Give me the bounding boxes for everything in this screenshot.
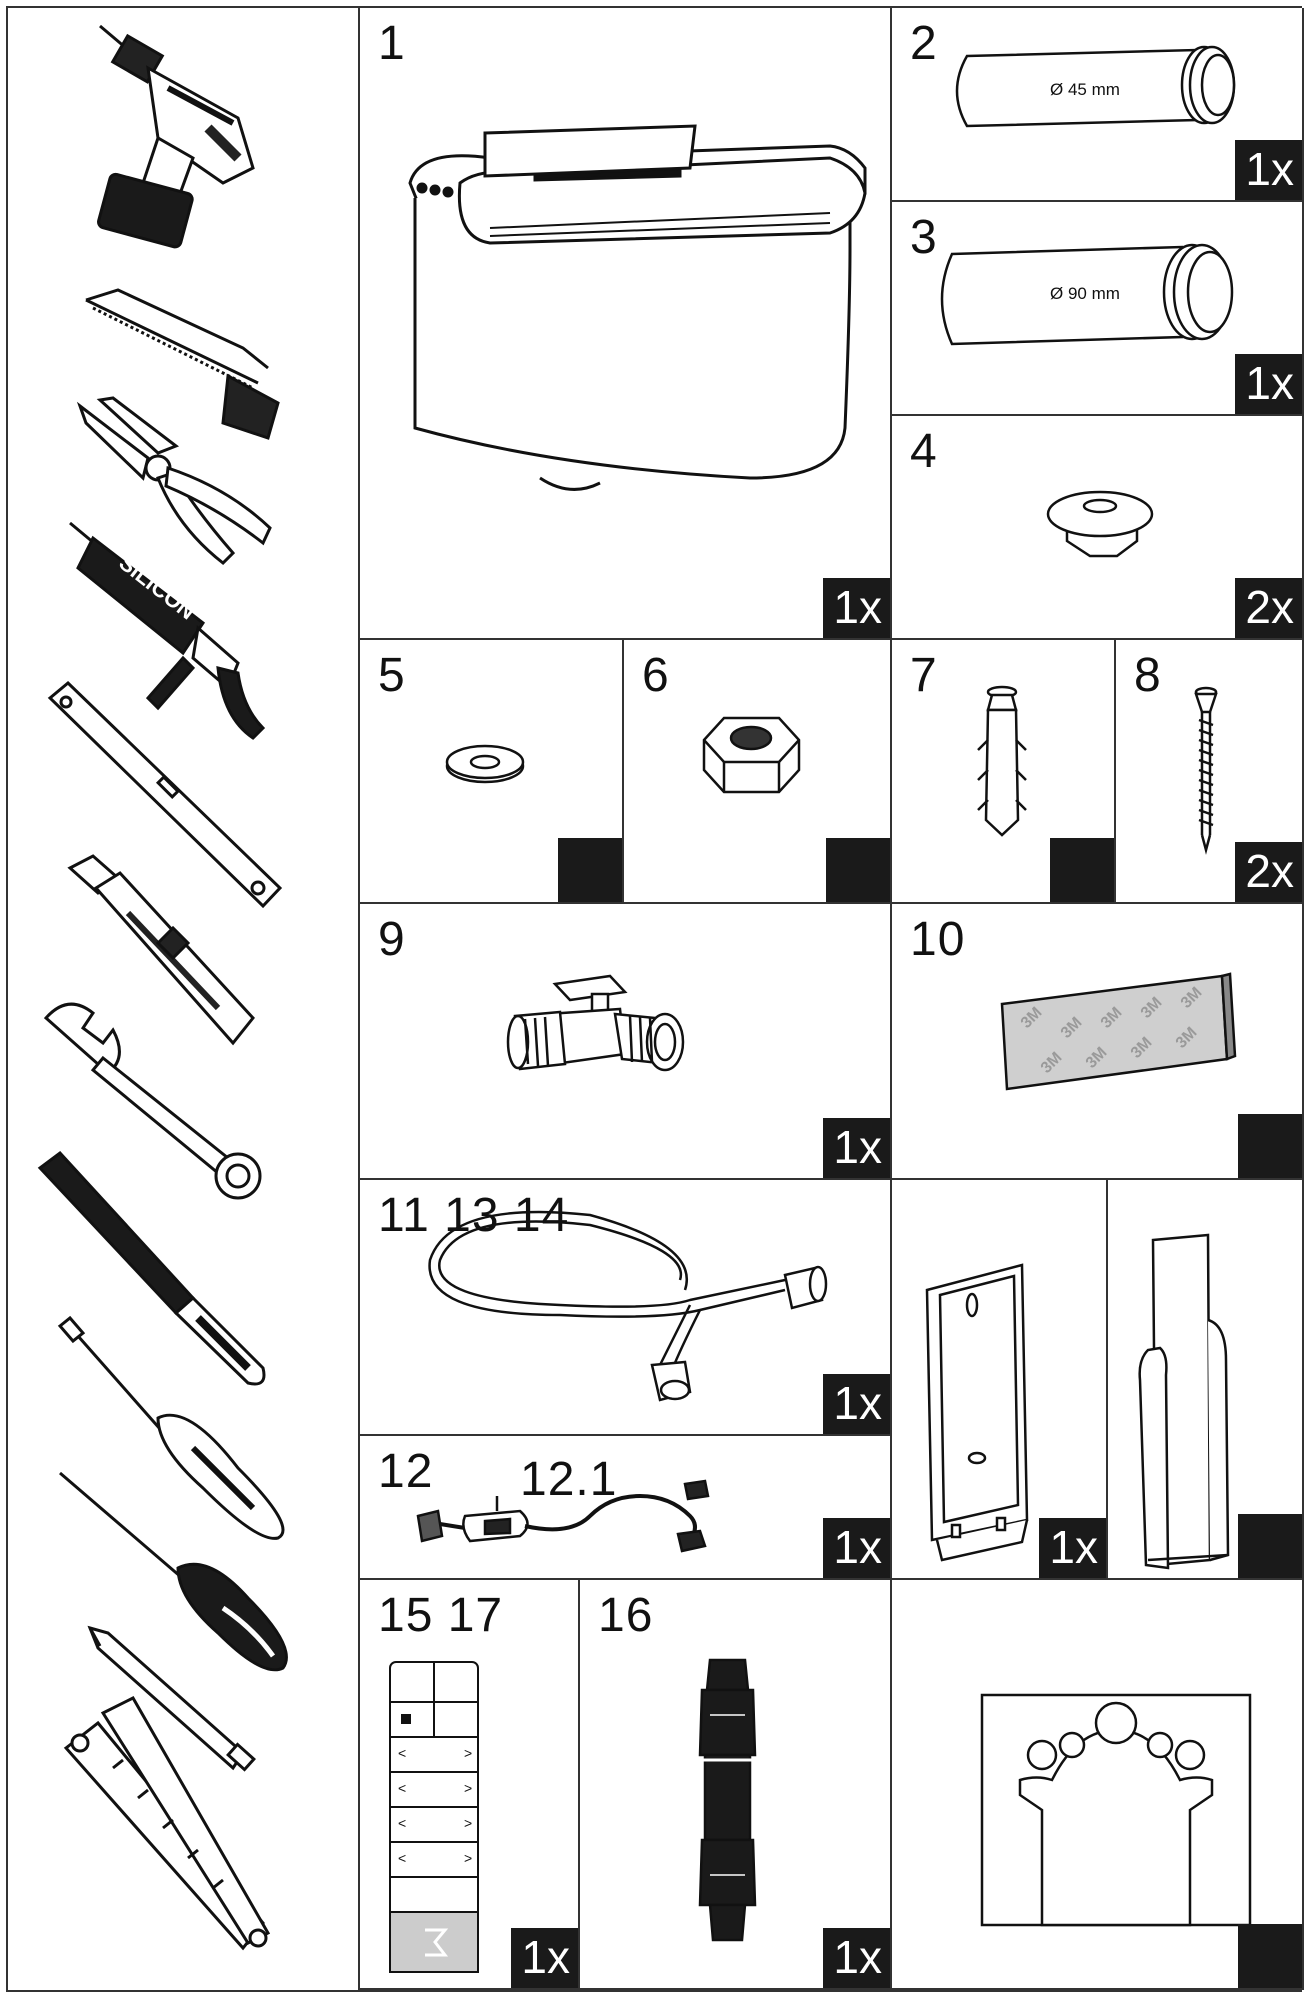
- quantity-badge: 1x: [823, 1518, 890, 1578]
- svg-text:>: >: [464, 1780, 472, 1796]
- utility-knife-icon: [67, 854, 255, 1046]
- svg-text:<: <: [398, 1815, 406, 1831]
- quantity-badge: 1x: [823, 578, 890, 638]
- part-number: 12: [378, 1445, 434, 1498]
- part-number: 15 17: [378, 1589, 504, 1642]
- part-number: 9: [378, 913, 406, 966]
- part-number: 5: [378, 649, 406, 702]
- part-5-cell: 5: [360, 640, 624, 904]
- pencil-icon: [87, 1625, 256, 1772]
- screwdriver-flat-icon: [57, 1315, 285, 1540]
- part-number: 2: [910, 17, 938, 70]
- part-7-cell: 7: [892, 640, 1116, 904]
- wall-plug-icon: [977, 685, 1027, 837]
- part-12-cell: 12 12.1 1x: [360, 1436, 892, 1580]
- mounting-template-cell: [892, 1580, 1304, 1990]
- quantity-badge: 1x: [823, 1928, 890, 1988]
- quantity-badge: [1050, 838, 1114, 902]
- quantity-badge: 1x: [823, 1118, 890, 1178]
- quantity-badge: 1x: [1235, 354, 1302, 414]
- quantity-badge: [1238, 1514, 1302, 1578]
- quantity-badge: 1x: [511, 1928, 578, 1988]
- silicone-gun-icon: SILICON: [69, 521, 266, 740]
- adhesive-tape-icon: 3M 3M 3M 3M 3M 3M 3M 3M 3M: [1000, 972, 1237, 1091]
- part-number: 4: [910, 425, 938, 478]
- quantity-badge: 1x: [1039, 1518, 1106, 1578]
- tools-column: SILICON: [8, 8, 360, 1990]
- quantity-badge: 2x: [1235, 578, 1302, 638]
- flange-nut-icon: [1046, 490, 1154, 558]
- folding-rule-icon: [63, 1696, 271, 1951]
- part-8-cell: 8 2x: [1116, 640, 1304, 904]
- mounting-bracket-icon: [925, 1263, 1029, 1562]
- part-number: 6: [642, 649, 670, 702]
- part-number: 8: [1134, 649, 1162, 702]
- bracket-b-cell: [1108, 1180, 1304, 1580]
- svg-text:>: >: [464, 1745, 472, 1761]
- part-11-13-14-cell: 11 13 14 1x: [360, 1180, 892, 1436]
- file-icon: [37, 1150, 266, 1386]
- part-16-cell: 16 1x: [580, 1580, 892, 1990]
- part-4-cell: 4 2x: [892, 416, 1304, 640]
- waterproof-connector-icon: [698, 1658, 757, 1942]
- part-9-cell: 9 1x: [360, 904, 892, 1180]
- part-6-cell: 6: [624, 640, 892, 904]
- mounting-template-icon: [980, 1693, 1252, 1927]
- flexible-hose-icon: [428, 1210, 828, 1402]
- bracket-side-profile-icon: [1138, 1233, 1230, 1570]
- part-number: 3: [910, 211, 938, 264]
- parts-sheet: SILICON: [6, 6, 1304, 1992]
- quantity-badge: [1238, 1924, 1302, 1988]
- quantity-badge: [826, 838, 890, 902]
- tools-illustration: SILICON: [37, 24, 288, 1951]
- drill-icon: [97, 24, 255, 249]
- quantity-badge: 1x: [1235, 140, 1302, 200]
- wrench-icon: [43, 1002, 262, 1200]
- screwdriver-phillips-icon: [59, 1471, 288, 1672]
- pipe-90mm-icon: [940, 243, 1234, 346]
- pipe-45mm-icon: [955, 45, 1236, 128]
- spirit-level-icon: [47, 680, 283, 909]
- hex-nut-icon: [702, 716, 801, 794]
- quantity-badge: 1x: [823, 1374, 890, 1434]
- quantity-badge: [1238, 1114, 1302, 1178]
- part-2-cell: 2 Ø 45 mm 1x: [892, 8, 1304, 202]
- part-number: 7: [910, 649, 938, 702]
- svg-text:<: <: [398, 1780, 406, 1796]
- wall-hung-toilet-icon: [408, 124, 867, 491]
- ball-valve-icon: [506, 974, 685, 1072]
- part-number: 16: [598, 1589, 654, 1642]
- part-3-cell: 3 Ø 90 mm 1x: [892, 202, 1304, 416]
- part-sub-number: 12.1: [520, 1453, 618, 1506]
- svg-text:<: <: [398, 1745, 406, 1761]
- bracket-a-cell: 1x: [892, 1180, 1108, 1580]
- part-10-cell: 10 3M 3M 3M 3M 3M 3M 3M 3M 3M: [892, 904, 1304, 1180]
- svg-text:>: >: [464, 1815, 472, 1831]
- screw-icon: [1194, 686, 1218, 855]
- hacksaw-icon: [85, 288, 280, 440]
- remote-control-icon: < > < > < > < >: [389, 1661, 479, 1973]
- part-number: 10: [910, 913, 966, 966]
- svg-text:>: >: [464, 1850, 472, 1866]
- svg-text:<: <: [398, 1850, 406, 1866]
- part-1-cell: 1 1x: [360, 8, 892, 640]
- part-number: 1: [378, 17, 406, 70]
- power-cable-with-rcd-icon: [416, 1479, 710, 1553]
- pipe-dimension: Ø 90 mm: [1050, 284, 1120, 303]
- pipe-dimension: Ø 45 mm: [1050, 80, 1120, 99]
- pliers-icon: [76, 396, 272, 565]
- part-15-17-cell: 15 17 < > < > < > < >: [360, 1580, 580, 1990]
- quantity-badge: [558, 838, 622, 902]
- washer-icon: [445, 744, 525, 784]
- quantity-badge: 2x: [1235, 842, 1302, 902]
